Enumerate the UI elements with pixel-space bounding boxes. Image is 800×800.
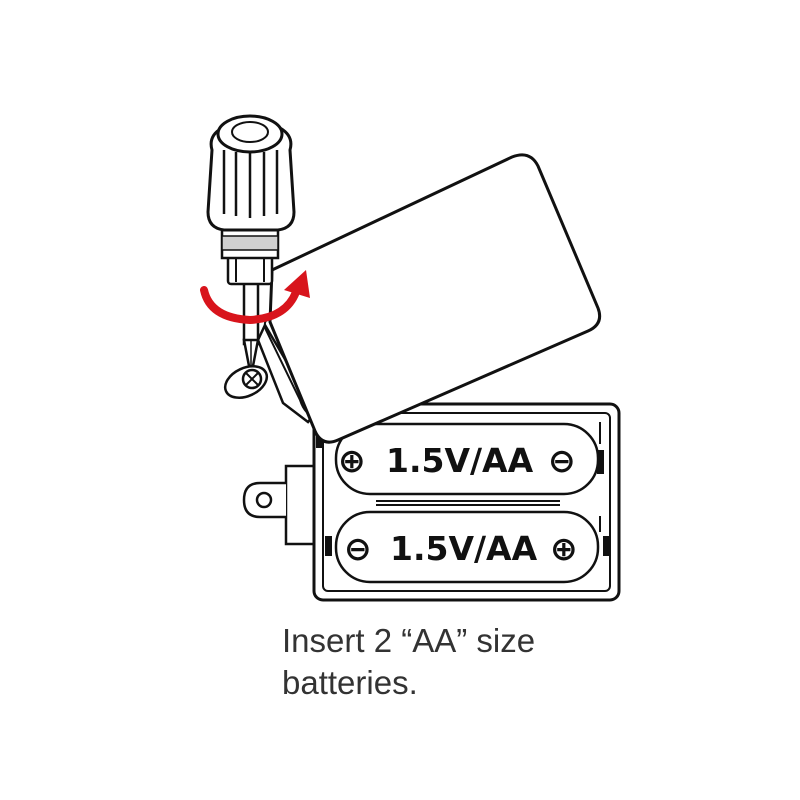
battery-2-label: 1.5V/AA [390,529,538,568]
battery-2-body [334,510,600,584]
battery-1-minus-symbol: ⊖ [548,441,576,480]
contact-bottom-right [603,536,610,556]
screw-icon [223,365,269,399]
instruction-text: Insert 2 “AA” size batteries. [282,620,702,704]
contact-bottom-left [325,536,332,556]
screwdriver-icon [206,114,296,368]
battery-1-label: 1.5V/AA [386,441,534,480]
battery-2-minus-symbol: ⊖ [344,529,372,568]
instruction-line-2: batteries. [282,664,418,701]
connector-hole [255,491,273,509]
battery-2: ⊖ 1.5V/AA ⊕ [334,510,600,584]
battery-1-plus-symbol: ⊕ [338,441,366,480]
battery-1: ⊕ 1.5V/AA ⊖ [334,422,600,496]
battery-2-plus-symbol: ⊕ [550,529,578,568]
cover-face [268,153,602,444]
battery-cover [256,153,602,444]
contact-top-right [597,450,604,474]
battery-1-body [334,422,600,496]
instruction-line-1: Insert 2 “AA” size [282,622,536,659]
rotate-arrow-icon [200,270,310,325]
